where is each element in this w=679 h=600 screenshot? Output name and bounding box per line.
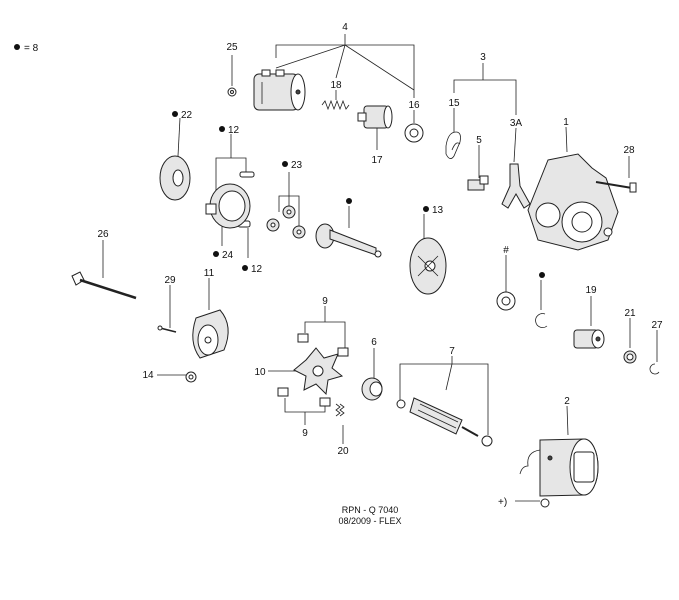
- part-terminal-nut: [540, 498, 550, 508]
- part-1-drive-housing: [527, 153, 619, 251]
- part-13-plate: [409, 237, 447, 295]
- label-22: 22: [181, 110, 193, 121]
- label-4: 4: [342, 22, 348, 33]
- label-1: 1: [563, 117, 569, 128]
- label-13: 13: [432, 205, 444, 216]
- label-6: 6: [371, 337, 377, 348]
- part-29-screw: [157, 325, 177, 333]
- part-23-planet-gears: [266, 205, 306, 239]
- label-10: 10: [254, 367, 266, 378]
- part-17-plunger: [357, 105, 393, 129]
- label-18: 18: [330, 80, 342, 91]
- label-25: 25: [226, 42, 238, 53]
- label-2: 2: [564, 396, 570, 407]
- label-plus: +): [498, 497, 507, 508]
- label-12-bottom: 12: [251, 264, 263, 275]
- part-19-pinion: [573, 329, 605, 349]
- part-2-yoke: [519, 438, 599, 497]
- part-washer-hash: [496, 291, 516, 311]
- footer-reference: RPN - Q 7040: [342, 505, 399, 515]
- label-17: 17: [371, 155, 383, 166]
- part-18-spring: [321, 99, 350, 111]
- part-7-armature: [396, 397, 493, 447]
- part-4-solenoid: [253, 69, 306, 111]
- label-20: 20: [337, 446, 349, 457]
- label-27: 27: [651, 320, 663, 331]
- part-22-end-cap: [159, 155, 191, 201]
- label-9-top: 9: [322, 296, 328, 307]
- label-3: 3: [480, 52, 486, 63]
- part-6-bushing: [361, 377, 383, 401]
- part-15-clip: [445, 131, 461, 159]
- part-9-brushes: [277, 333, 349, 407]
- callout-labels: 4 25 18 16 17 3 15 3A 1 5 28 22 12 23 13…: [97, 22, 663, 508]
- label-26: 26: [97, 229, 109, 240]
- label-hash: #: [503, 245, 509, 256]
- part-retaining-ring: [535, 313, 548, 328]
- part-21-collar: [623, 350, 637, 364]
- part-output-shaft: [315, 223, 382, 258]
- part-24-ring-gear: [205, 183, 251, 229]
- label-11: 11: [204, 268, 215, 279]
- part-26-through-bolt: [71, 271, 137, 300]
- label-19: 19: [585, 285, 597, 296]
- legend-bullet: [14, 44, 20, 50]
- label-16: 16: [408, 100, 420, 111]
- label-29: 29: [164, 275, 176, 286]
- label-14: 14: [142, 370, 154, 381]
- label-28: 28: [623, 145, 635, 156]
- bullet-markers: [172, 111, 545, 278]
- label-7: 7: [449, 346, 455, 357]
- label-15: 15: [448, 98, 460, 109]
- footer-date: 08/2009 - FLEX: [338, 516, 401, 526]
- part-28-bolt: [595, 181, 637, 193]
- leader-lines: [102, 34, 658, 502]
- part-3a-fork-lever: [501, 163, 531, 209]
- part-5-block: [467, 175, 489, 191]
- label-3a: 3A: [510, 118, 523, 129]
- label-23: 23: [291, 160, 303, 171]
- label-24: 24: [222, 250, 234, 261]
- label-5: 5: [476, 135, 482, 146]
- label-12-top: 12: [228, 125, 240, 136]
- part-14-nut: [185, 371, 197, 383]
- part-25-nut: [227, 87, 237, 97]
- part-11-cover: [192, 309, 229, 359]
- part-16-washer: [404, 123, 424, 143]
- part-27-snap-ring: [649, 363, 660, 375]
- legend-text: = 8: [24, 43, 39, 54]
- part-20-spring: [335, 403, 345, 417]
- part-10-brush-holder: [293, 347, 344, 396]
- label-9-bottom: 9: [302, 428, 308, 439]
- label-21: 21: [624, 308, 636, 319]
